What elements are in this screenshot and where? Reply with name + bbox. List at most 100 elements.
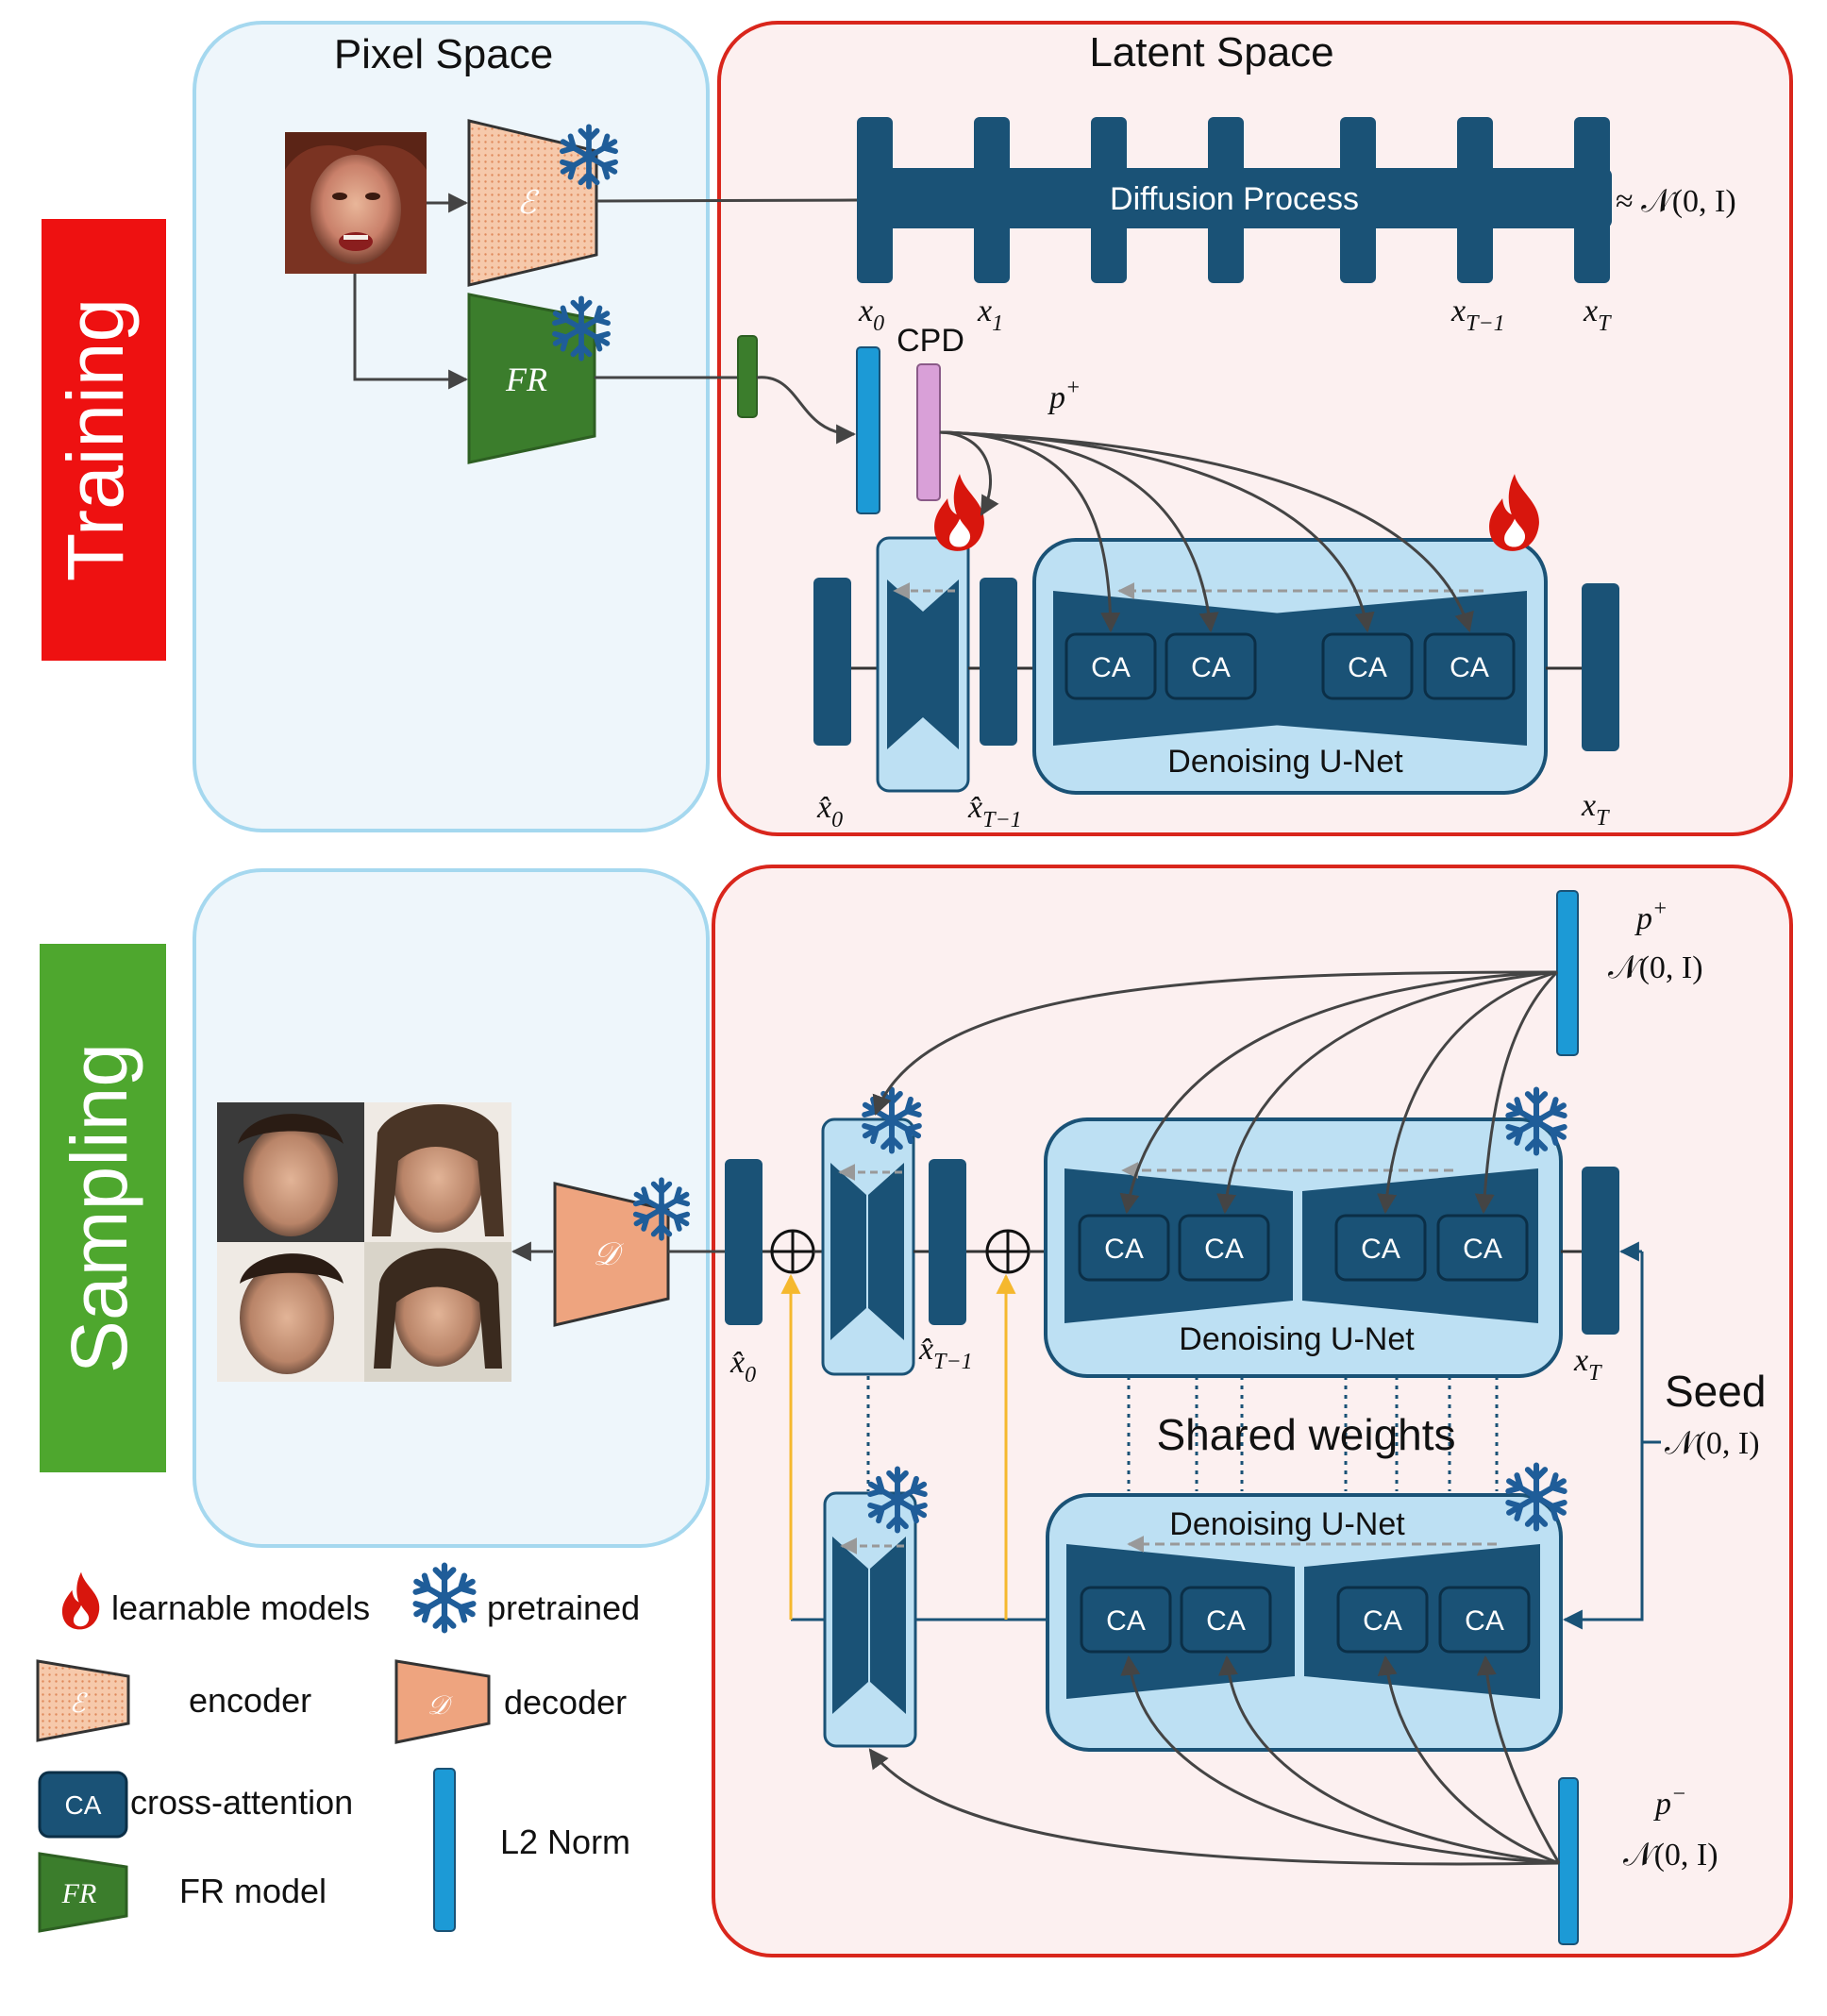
legend-fr-model: FR model <box>179 1872 327 1910</box>
legend: learnable models pretrained ℰ encoder 𝒟 … <box>36 1566 640 1933</box>
ca-label: CA <box>1450 652 1489 683</box>
label-sampling-xT: xT <box>1573 1343 1602 1386</box>
legend-fr-symbol: FR <box>61 1878 97 1909</box>
legend-l2-icon <box>433 1768 456 1932</box>
unet-sampling-top-label: Denoising U-Net <box>1179 1321 1415 1357</box>
fire-icon <box>61 1571 100 1630</box>
snowflake-icon <box>416 1566 474 1631</box>
encoder-symbol: ℰ <box>517 186 540 221</box>
cpd-decoder-block <box>876 536 970 793</box>
ca-block <box>1336 1586 1429 1654</box>
legend-l2-norm: L2 Norm <box>500 1823 630 1861</box>
label-xT-1: xT−1 <box>1450 294 1505 336</box>
legend-fr-icon <box>38 1852 128 1933</box>
ca-label: CA <box>1191 652 1231 683</box>
cpd-block <box>916 363 941 501</box>
sampling-label: Sampling <box>55 1043 143 1373</box>
sampling-x0-hat <box>725 1159 763 1325</box>
conditioning-arrows-training <box>939 430 1474 633</box>
input-face-image <box>285 132 427 274</box>
sampling-cpd-block-bottom <box>823 1491 917 1748</box>
shared-weights-label: Shared weights <box>1156 1410 1455 1459</box>
legend-ca-icon <box>38 1771 128 1839</box>
latent-space-title: Latent Space <box>1089 29 1333 76</box>
legend-cross-attention: cross-attention <box>130 1783 353 1822</box>
ca-block <box>1165 632 1257 700</box>
sampling-cpd-block-top <box>821 1117 915 1376</box>
latent-xT-noise <box>1582 583 1619 751</box>
label-sampling-x0-hat: x̂0 <box>729 1345 756 1387</box>
label-x0: x0 <box>858 294 884 336</box>
p-plus-label: p+ <box>1048 376 1081 415</box>
p-plus-embedding <box>1556 890 1579 1056</box>
ca-block <box>1180 1586 1272 1654</box>
ca-label: CA <box>1363 1605 1402 1637</box>
conditioning-arrows-positive <box>872 970 1559 1215</box>
sum-node-2 <box>985 1229 1031 1274</box>
legend-learnable: learnable models <box>111 1588 370 1627</box>
training-label: Training <box>51 298 140 581</box>
ca-block <box>1423 632 1516 700</box>
seed-label: Seed <box>1665 1367 1766 1416</box>
ca-label: CA <box>1361 1234 1400 1265</box>
unet-sampling-bottom-label: Denoising U-Net <box>1169 1506 1405 1542</box>
ca-block <box>1321 632 1414 700</box>
sampling-xT-1-hat <box>929 1159 966 1325</box>
ca-label: CA <box>1463 1234 1502 1265</box>
diffusion-process-bar <box>857 168 1612 228</box>
legend-decoder: decoder <box>504 1683 627 1722</box>
sampling-p-plus-noise: 𝒩(0, I) <box>1608 950 1703 985</box>
ca-label: CA <box>1465 1605 1504 1637</box>
legend-pretrained: pretrained <box>487 1588 640 1627</box>
fr-symbol: FR <box>505 361 547 398</box>
ca-label: CA <box>1206 1605 1246 1637</box>
ca-block <box>1178 1214 1270 1282</box>
unet-training-label: Denoising U-Net <box>1167 744 1403 780</box>
ca-block <box>1438 1586 1531 1654</box>
ca-block <box>1080 1586 1172 1654</box>
sampling-p-minus-label: p− <box>1653 1782 1686 1822</box>
label-xT: xT <box>1583 294 1612 336</box>
ca-block <box>1334 1214 1427 1282</box>
ca-label: CA <box>1104 1234 1144 1265</box>
diffusion-process-label: Diffusion Process <box>1110 181 1359 217</box>
label-x0-hat: x̂0 <box>816 790 843 832</box>
diffusion-process: Diffusion Process <box>857 117 1612 283</box>
legend-encoder-symbol: ℰ <box>70 1689 89 1719</box>
cpd-label: CPD <box>897 323 964 359</box>
latent-xT-1-hat <box>980 578 1017 746</box>
sampling-p-plus-label: p+ <box>1634 897 1668 936</box>
pixel-space-panel <box>193 21 710 832</box>
ca-blocks-training: CA CA CA CA <box>1064 632 1516 700</box>
sampling-section: Sampling 𝒟 x̂0 <box>40 865 1793 1957</box>
sampling-p-minus-noise: 𝒩(0, I) <box>1623 1838 1718 1873</box>
legend-decoder-icon <box>394 1659 491 1744</box>
seed-path-bottom <box>1562 1252 1644 1630</box>
conditioning-arrows-negative <box>868 1655 1561 1866</box>
label-xT-training-out: xT <box>1581 788 1610 831</box>
ca-blocks-sampling-top: CA CA CA CA <box>1078 1214 1529 1282</box>
pixel-space-title: Pixel Space <box>334 31 553 77</box>
ca-block <box>1436 1214 1529 1282</box>
fr-embedding <box>737 335 758 418</box>
latent-x0-hat <box>813 578 851 746</box>
training-banner <box>42 219 166 661</box>
ca-label: CA <box>1204 1234 1244 1265</box>
l2-norm-block <box>856 346 880 514</box>
sum-node-1 <box>770 1229 815 1274</box>
p-minus-embedding <box>1558 1777 1579 1945</box>
sampling-xT <box>1582 1167 1619 1335</box>
label-x1: x1 <box>977 294 1003 336</box>
ca-block <box>1064 632 1157 700</box>
legend-ca-symbol: CA <box>65 1790 102 1820</box>
diffusion-noise-label: ≈ 𝒩(0, I) <box>1616 184 1736 219</box>
training-section: Training Pixel Space Latent Space ℰ FR <box>42 21 1793 836</box>
legend-encoder: encoder <box>189 1681 311 1720</box>
ca-label: CA <box>1106 1605 1146 1637</box>
ca-blocks-sampling-bottom: CA CA CA CA <box>1080 1586 1531 1654</box>
sampling-banner <box>40 944 166 1472</box>
ca-label: CA <box>1091 652 1131 683</box>
ca-block <box>1078 1214 1170 1282</box>
generated-faces-grid <box>217 1102 511 1382</box>
label-sampling-xT-1-hat: x̂T−1 <box>918 1332 973 1374</box>
